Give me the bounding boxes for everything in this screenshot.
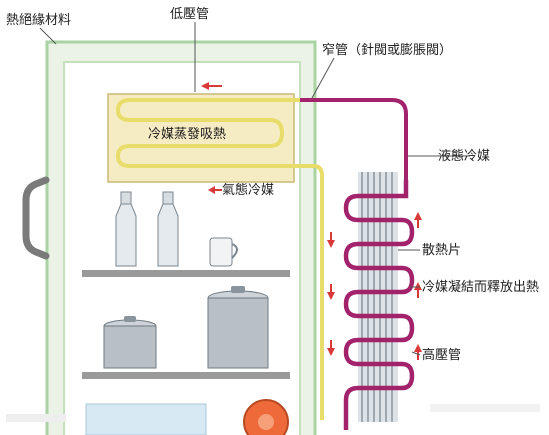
label-condensing: 冷媒凝結而釋放出熱	[422, 279, 539, 295]
compressor-center	[258, 414, 274, 430]
shelf-top	[82, 270, 290, 277]
pot-left	[103, 316, 157, 369]
cup	[209, 237, 238, 267]
watermark-mark-right	[430, 404, 540, 412]
label-evaporator: 冷媒蒸發吸熱	[148, 127, 226, 142]
watermark-mark	[6, 414, 66, 422]
crisper-drawer	[85, 403, 207, 435]
low-pressure-line	[300, 164, 324, 420]
label-insulation: 熱絕緣材料	[6, 13, 71, 28]
heat-sink-fins	[358, 172, 398, 422]
evaporator-coil	[115, 98, 300, 168]
label-heat-sink: 散熱片	[422, 243, 461, 258]
label-capillary-tube: 窄管（針閥或膨脹閥）	[322, 42, 452, 58]
bottle-right	[157, 191, 179, 267]
pot-right	[207, 286, 269, 369]
shelf-bottom	[82, 372, 290, 379]
label-high-pressure-pipe: 高壓管	[422, 347, 461, 363]
door-handle	[22, 176, 50, 260]
capillary-line	[300, 98, 408, 180]
label-low-pressure-pipe: 低壓管	[170, 7, 209, 22]
condenser-coil	[343, 180, 415, 430]
label-liquid-refrigerant: 液態冷媒	[438, 148, 490, 164]
flow-arrow-gas	[208, 186, 222, 194]
bottle-left	[115, 191, 137, 267]
flow-arrow-evaporator	[201, 82, 222, 90]
flow-arrows-down	[327, 232, 335, 356]
leader-lines	[39, 22, 470, 356]
label-gas-refrigerant: 氣態冷媒	[222, 182, 274, 198]
flow-arrows-up	[414, 212, 422, 360]
